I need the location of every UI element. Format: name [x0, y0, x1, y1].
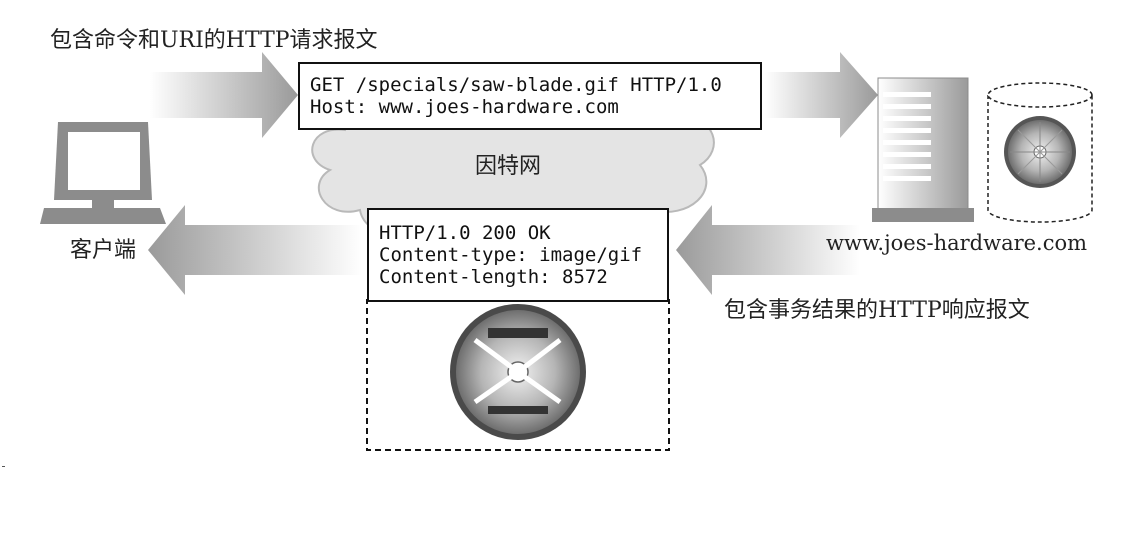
internet-label: 因特网 [475, 154, 542, 179]
storage-cylinder [987, 82, 1093, 223]
saw-blade-small-image [1004, 116, 1076, 188]
response-content-length-header: Content-length: 8572 [379, 266, 608, 288]
response-arrow-in [676, 205, 860, 295]
response-content-type-header: Content-type: image/gif [379, 244, 643, 266]
saw-blade-large-image [450, 304, 586, 440]
response-status-line: HTTP/1.0 200 OK [379, 222, 551, 244]
server-icon [872, 77, 974, 222]
response-caption: 包含事务结果的HTTP响应报文 [724, 298, 1030, 323]
response-message-box: HTTP/1.0 200 OK Content-type: image/gif … [367, 208, 669, 302]
edge-mark [2, 466, 5, 467]
request-caption: 包含命令和URI的HTTP请求报文 [50, 28, 378, 53]
request-message-box: GET /specials/saw-blade.gif HTTP/1.0 Hos… [298, 62, 762, 130]
server-label: www.joes-hardware.com [826, 231, 1088, 255]
client-label: 客户端 [70, 238, 137, 263]
request-arrow-out [765, 52, 878, 138]
client-computer-icon [40, 122, 166, 224]
request-line: GET /specials/saw-blade.gif HTTP/1.0 [310, 74, 722, 96]
response-arrow-out [148, 205, 362, 295]
request-host-header: Host: www.joes-hardware.com [310, 96, 619, 118]
request-arrow-in [150, 52, 298, 138]
